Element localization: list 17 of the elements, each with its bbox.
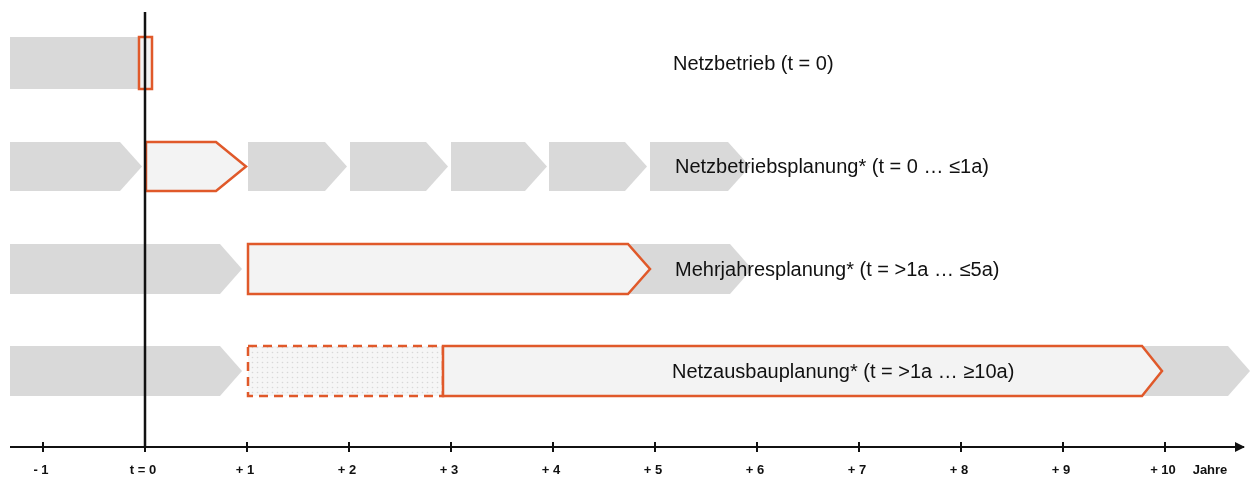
row-label: Netzbetrieb (t = 0) <box>673 51 834 75</box>
tick-label: t = 0 <box>129 462 157 477</box>
row-label: Netzbetriebsplanung* (t = 0 … ≤1a) <box>675 154 989 178</box>
tick-label: + 2 <box>337 462 357 477</box>
tick-label: - 1 <box>33 462 49 477</box>
tick-label: + 8 <box>949 462 969 477</box>
tick-label: + 7 <box>847 462 867 477</box>
tick-label: + 4 <box>541 462 561 477</box>
tick-label: + 10 <box>1150 462 1176 477</box>
tick-label: + 9 <box>1051 462 1071 477</box>
axis-unit-label: Jahre <box>1192 462 1228 477</box>
tick-label: + 1 <box>235 462 255 477</box>
row-label: Mehrjahresplanung* (t = >1a … ≤5a) <box>675 257 1000 281</box>
row-label: Netzausbauplanung* (t = >1a … ≥10a) <box>672 359 1015 383</box>
tick-label: + 5 <box>643 462 663 477</box>
tick-label: + 6 <box>745 462 765 477</box>
tick-label: + 3 <box>439 462 459 477</box>
